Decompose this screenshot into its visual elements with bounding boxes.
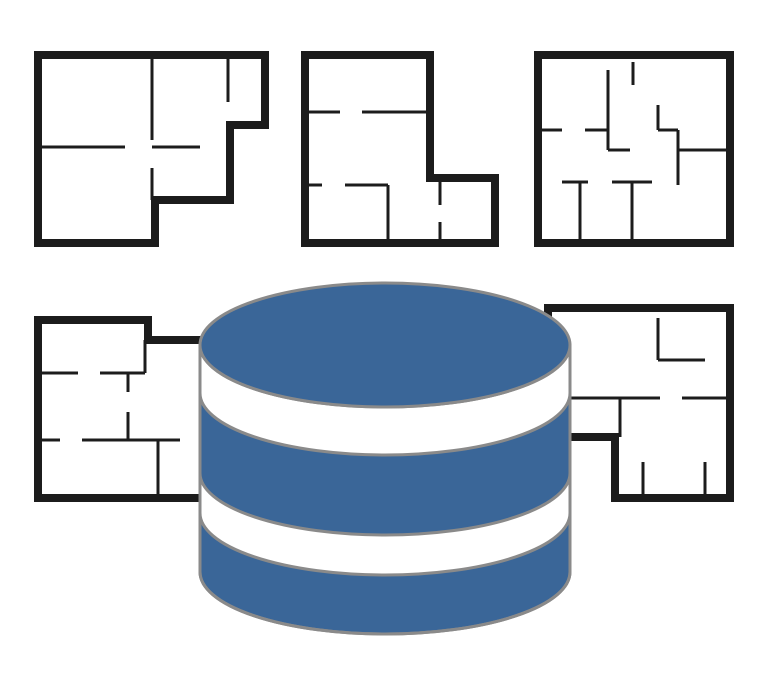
floor-plan-5 — [544, 304, 734, 502]
floor-plan-1 — [34, 51, 269, 247]
database-cylinder-icon — [198, 281, 572, 636]
database-outline — [198, 345, 572, 636]
floor-plan-1-outline — [34, 51, 269, 247]
database-top-disk — [198, 281, 572, 409]
floor-plan-3 — [534, 51, 734, 247]
floor-plan-2 — [301, 51, 499, 247]
floor-plan-4-outline — [34, 316, 209, 502]
floor-plan-3-outline — [534, 51, 734, 247]
floor-plan-4 — [34, 316, 209, 502]
floor-plan-5-outline — [544, 304, 734, 502]
floor-plan-2-outline — [301, 51, 499, 247]
